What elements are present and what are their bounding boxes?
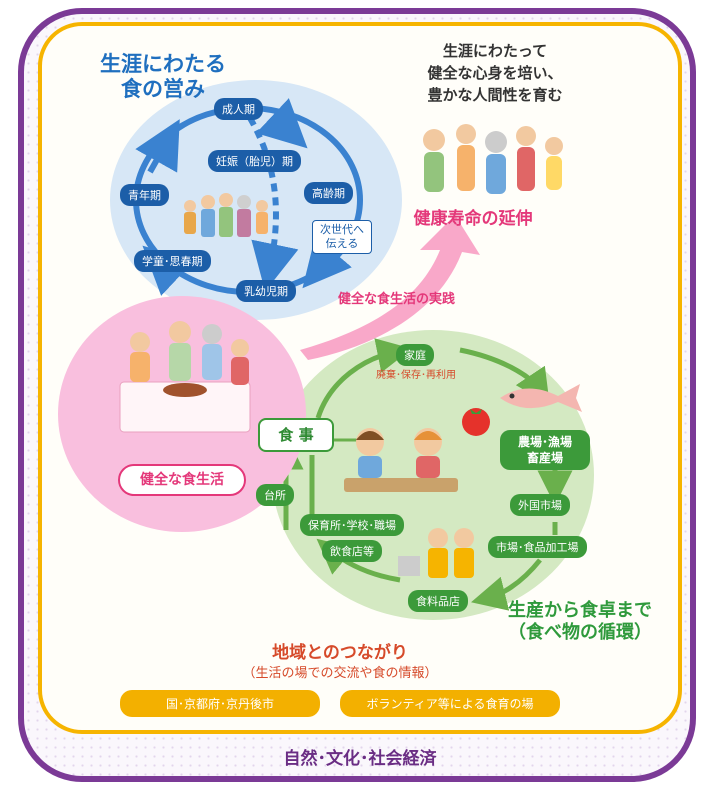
goal-text-line2: 健全な心身を培い、 — [427, 64, 563, 82]
fish-icon — [500, 384, 582, 412]
next-generation-note-line2: 伝える — [325, 237, 359, 250]
food-cycle-title-line2: （食べ物の循環） — [508, 622, 652, 643]
cycle-institutions: 保育所･学校･職場 — [300, 514, 404, 536]
stage-elderly: 高齢期 — [304, 182, 353, 204]
stage-infant: 乳幼児期 — [236, 280, 296, 302]
healthy-diet-label: 健全な食生活 — [118, 464, 246, 496]
outer-frame-label: 自然･文化･社会経済 — [283, 749, 437, 769]
next-generation-note: 次世代へ 伝える — [312, 220, 372, 254]
goal-text-line1: 生涯にわたって — [442, 42, 548, 60]
cycle-kitchen: 台所 — [256, 484, 294, 506]
children-eating-illustration — [344, 428, 458, 492]
lifecycle-title: 生涯にわたる 食の営み — [88, 52, 238, 102]
cycle-producers-line1: 農場･漁場 — [517, 435, 572, 449]
cycle-food-store: 食料品店 — [408, 590, 468, 612]
arrow-adult-to-elderly — [256, 98, 308, 149]
family-generations-illustration — [184, 193, 268, 237]
goal-text-line3: 豊かな人間性を育む — [427, 86, 563, 104]
stage-pregnancy: 妊娠（胎児）期 — [208, 150, 301, 172]
cycle-home: 家庭 — [396, 344, 434, 366]
goal-headline: 健康寿命の延伸 — [413, 209, 533, 229]
food-cycle-title: 生産から食卓まで （食べ物の循環） — [490, 600, 670, 644]
arrow-meal-to-home — [315, 338, 413, 419]
stage-school: 学童･思春期 — [134, 250, 211, 272]
practice-arrow — [300, 215, 480, 360]
arrow-youth-to-adult — [135, 119, 180, 174]
family-dinner-illustration — [119, 321, 251, 433]
stage-youth: 青年期 — [120, 184, 169, 206]
arrow-market-to-store — [471, 558, 542, 611]
shop-clerks-illustration — [398, 528, 474, 578]
cycle-home-sub: 廃棄･保存･再利用 — [376, 370, 456, 381]
food-cycle-title-line1: 生産から食卓まで — [508, 600, 652, 621]
government-button: 国･京都府･京丹後市 — [120, 690, 320, 717]
cycle-market-processing: 市場･食品加工場 — [488, 536, 587, 558]
cycle-foreign-market: 外国市場 — [510, 494, 570, 516]
cycle-meal: 食 事 — [258, 418, 334, 452]
community-subtitle: （生活の場での交流や食の情報） — [242, 666, 438, 681]
arrow-home-to-fish — [459, 347, 550, 405]
practice-arrow-label: 健全な食生活の実践 — [338, 292, 456, 307]
cycle-producers: 農場･漁場 畜産場 — [500, 430, 590, 470]
cycle-restaurants: 飲食店等 — [322, 540, 382, 562]
cycle-producers-line2: 畜産場 — [526, 451, 563, 465]
volunteer-button: ボランティア等による食育の場 — [340, 690, 560, 717]
cheering-family-illustration — [423, 124, 563, 194]
next-generation-note-line1: 次世代へ — [320, 223, 364, 236]
next-generation-dashed-arrow — [247, 116, 299, 292]
community-title: 地域とのつながり — [272, 643, 408, 663]
goal-text: 生涯にわたって 健全な心身を培い、 豊かな人間性を育む — [400, 40, 590, 106]
tomato-icon — [462, 408, 490, 436]
stage-adult: 成人期 — [214, 98, 263, 120]
lifecycle-title-line1: 生涯にわたる — [100, 52, 226, 76]
lifecycle-title-line2: 食の営み — [121, 77, 205, 101]
